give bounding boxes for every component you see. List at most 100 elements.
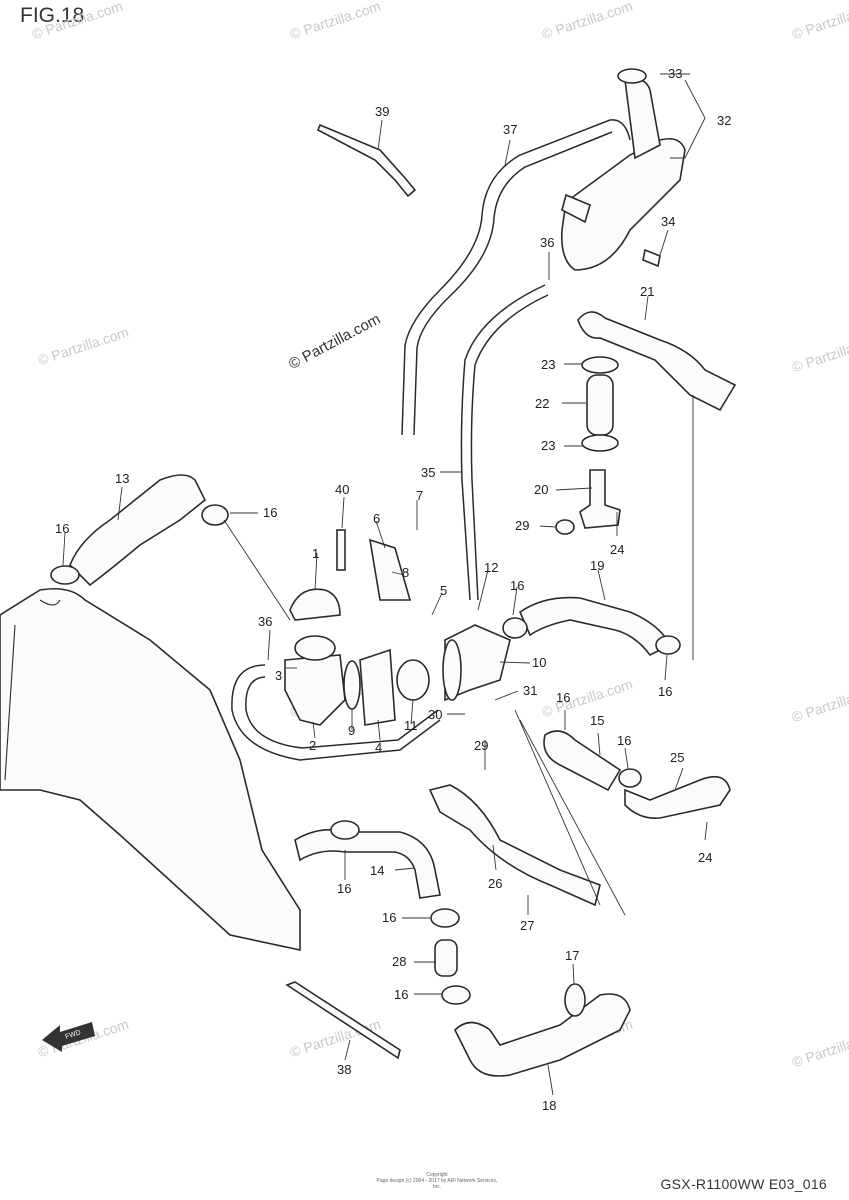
callout-label: 7: [416, 488, 423, 503]
callout-label: 33: [668, 66, 682, 81]
callout-label: 25: [670, 750, 684, 765]
callout-label: 36: [540, 235, 554, 250]
callout-label: 32: [717, 113, 731, 128]
bolt-34: [642, 248, 661, 268]
callout-label: 1: [312, 546, 319, 561]
callout-label: 27: [520, 918, 534, 933]
callout-label: 29: [474, 738, 488, 753]
cap-1: [289, 588, 341, 621]
tie-39: [316, 123, 417, 198]
copyright-notice: Copyright Page design (c) 2004 - 2017 by…: [372, 1172, 502, 1190]
callout-labels: 1 2 3 4 5 6 7 8 9 10 11 12 13 14 15 16 1…: [55, 66, 731, 1113]
callout-label: 16: [263, 505, 277, 520]
clamp-16-14: [330, 820, 360, 840]
clamp-16-28-top: [430, 908, 460, 928]
callout-label: 3: [275, 668, 282, 683]
model-code: GSX-R1100WW E03_016: [660, 1176, 827, 1192]
callout-label: 15: [590, 713, 604, 728]
callout-label: 20: [534, 482, 548, 497]
callout-label: 14: [370, 863, 384, 878]
callout-label: 21: [640, 284, 654, 299]
callout-label: 8: [402, 565, 409, 580]
callout-label: 26: [488, 876, 502, 891]
callout-label: 37: [503, 122, 517, 137]
clamp-23-lower: [581, 434, 619, 452]
callout-label: 29: [515, 518, 529, 533]
fitting-20: [579, 469, 621, 529]
callout-label: 17: [565, 948, 579, 963]
callout-label: 22: [535, 396, 549, 411]
flange-4: [359, 648, 396, 726]
clamp-16-19-right: [655, 635, 681, 655]
callout-label: 39: [375, 104, 389, 119]
callout-label: 6: [373, 511, 380, 526]
clamp-23-upper: [581, 356, 619, 374]
pipe-26: [428, 784, 601, 907]
hose-35-inner: [470, 294, 549, 601]
clamp-16-28-bottom: [441, 985, 471, 1005]
callout-label: 23: [541, 357, 555, 372]
housing-10: [444, 624, 511, 702]
reservoir-neck: [624, 77, 661, 160]
bypass-hose-36: [231, 664, 441, 761]
callout-label: 16: [556, 690, 570, 705]
callout-label: 28: [392, 954, 406, 969]
callout-label: 13: [115, 471, 129, 486]
pipe-26-guide2: [514, 709, 601, 906]
callout-label: 24: [610, 542, 624, 557]
callout-label: 16: [658, 684, 672, 699]
hose-14: [294, 829, 441, 899]
callout-label: 9: [348, 723, 355, 738]
clamp-16-left-top: [50, 565, 80, 585]
callout-label: 18: [542, 1098, 556, 1113]
callout-label: 19: [590, 558, 604, 573]
thermostat-housing-2: [284, 654, 346, 726]
figure-title: FIG.18: [20, 4, 85, 27]
pipe-28: [434, 939, 458, 977]
callout-label: 16: [337, 881, 351, 896]
callout-label: 40: [335, 482, 349, 497]
callout-label: 4: [375, 740, 382, 755]
housing-10-gasket: [442, 639, 462, 701]
callout-label: 11: [404, 718, 418, 733]
callout-label: 35: [421, 465, 435, 480]
bracket-6: [368, 538, 412, 601]
o-ring-29-upper: [555, 519, 575, 535]
housing-neck: [294, 635, 336, 661]
clamp-16-13: [201, 504, 229, 526]
callout-label: 10: [532, 655, 546, 670]
callout-label: 38: [337, 1062, 351, 1077]
thermostat-11: [396, 659, 430, 701]
reservoir-bracket: [561, 193, 591, 224]
rod-40: [336, 529, 346, 571]
hose-21: [577, 311, 737, 412]
hose-13: [69, 474, 207, 587]
callout-label: 16: [510, 578, 524, 593]
pipe-26-guide: [519, 719, 626, 916]
radiator: [0, 587, 301, 951]
callout-label: 16: [382, 910, 396, 925]
pipe-22: [586, 374, 614, 436]
leader-lines: [62, 73, 708, 1096]
bypass-hose-36-inner: [245, 676, 439, 749]
callout-label: 2: [309, 738, 316, 753]
callout-label: 16: [617, 733, 631, 748]
callout-label: 34: [661, 214, 675, 229]
clamp-17: [564, 983, 586, 1017]
hose-15: [543, 730, 622, 792]
hose-35: [460, 284, 546, 601]
gasket-9: [343, 660, 361, 710]
radiator-detail: [4, 599, 61, 781]
reservoir-tank: [560, 137, 686, 271]
clamp-16-19-left: [502, 617, 528, 639]
callout-label: 30: [428, 707, 442, 722]
front-arrow-icon: [42, 1022, 95, 1052]
front-arrow-label: FWD: [64, 1029, 81, 1041]
pipe-25: [624, 775, 731, 820]
callout-label: 24: [698, 850, 712, 865]
callout-label: 23: [541, 438, 555, 453]
callout-label: 16: [394, 987, 408, 1002]
callout-label: 31: [523, 683, 537, 698]
copyright-line: Page design (c) 2004 - 2017 by ARI Netwo…: [376, 1178, 498, 1190]
